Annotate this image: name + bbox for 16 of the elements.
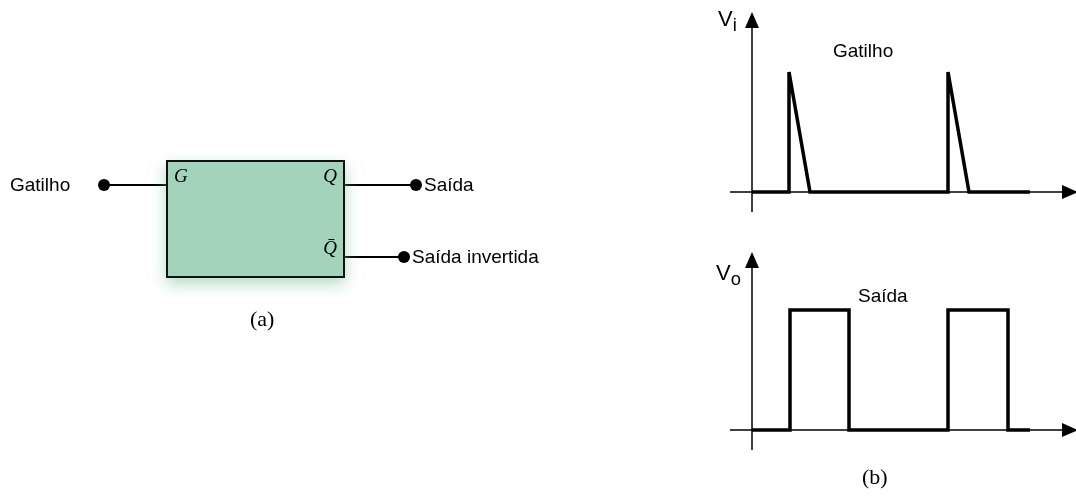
- terminal-line: [98, 179, 167, 191]
- function-block: [166, 160, 345, 278]
- panel-label: (b): [862, 466, 888, 488]
- pin-label: G: [174, 166, 188, 186]
- axis-label: V$_{o}$: [716, 262, 741, 291]
- terminal-label: Saída invertida: [412, 246, 539, 267]
- signal-label: Gatilho: [833, 40, 894, 62]
- terminal-label: Gatilho: [10, 174, 71, 195]
- terminal-label: Saída: [424, 174, 474, 195]
- signal-label: Saída: [858, 285, 908, 307]
- axis-label: V$_{i}$: [718, 8, 737, 37]
- pin-label: Q̄: [323, 238, 337, 258]
- panel-label: (a): [250, 308, 275, 330]
- pin-label: Q: [323, 166, 337, 186]
- terminal-line: [344, 179, 422, 191]
- terminal-line: [344, 251, 410, 263]
